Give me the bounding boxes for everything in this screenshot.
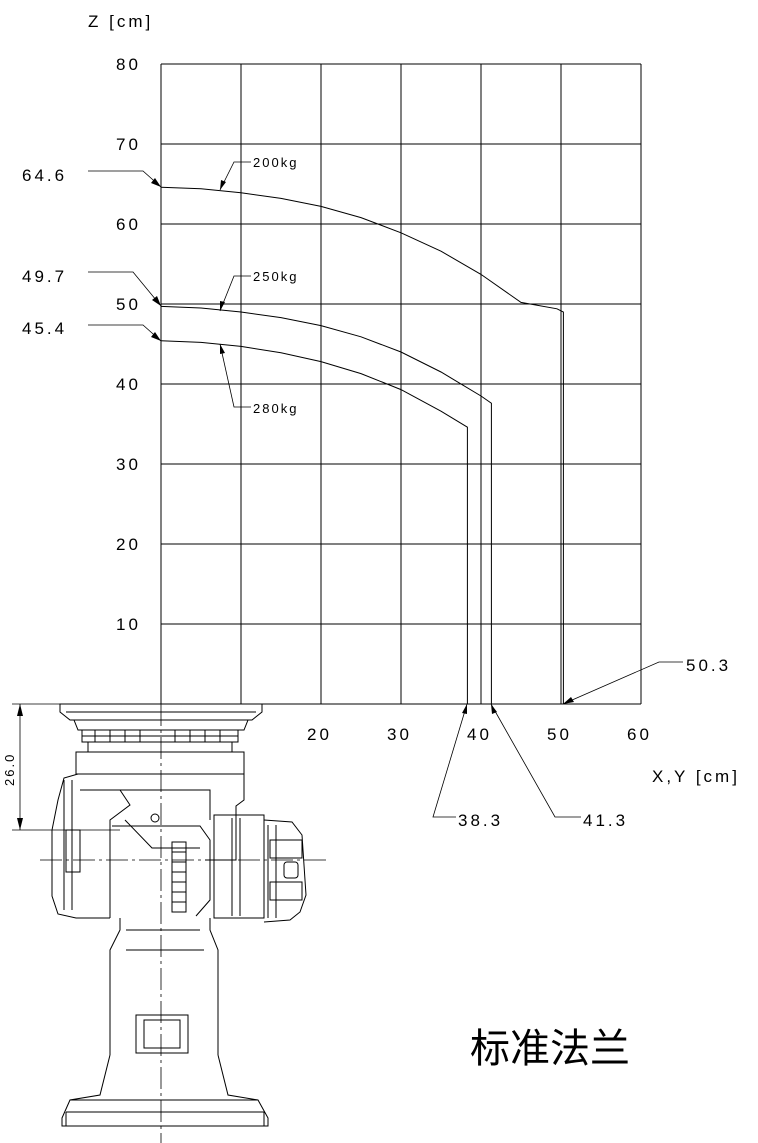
annotation-50-3-leader bbox=[562, 661, 683, 705]
label-280kg-arrow bbox=[220, 344, 225, 354]
annotation-45-4-label: 45.4 bbox=[22, 319, 67, 338]
x-tick-label: 20 bbox=[307, 725, 332, 744]
label-280kg: 280kg bbox=[219, 343, 298, 416]
x-tick-label: 40 bbox=[467, 725, 492, 744]
label-250kg: 250kg bbox=[219, 269, 298, 312]
wrist-base bbox=[61, 1054, 269, 1127]
dimension-26-0-arrow-bottom bbox=[17, 818, 23, 830]
label-200kg-leader bbox=[219, 161, 251, 191]
dimension-26-0-label: 26.0 bbox=[2, 753, 17, 786]
x-tick-label: 50 bbox=[547, 725, 572, 744]
annotation-41-3-leader bbox=[490, 703, 581, 818]
annotation-49-7-arrow bbox=[152, 296, 161, 306]
y-tick-label: 80 bbox=[116, 55, 141, 74]
series-curves bbox=[160, 186, 564, 704]
wrist-collar bbox=[75, 751, 245, 775]
dimension-26-0-arrow-top bbox=[17, 704, 23, 716]
y-axis-label: Z [cm] bbox=[88, 12, 153, 31]
label-200kg-text: 200kg bbox=[253, 155, 298, 170]
y-tick-label: 30 bbox=[116, 455, 141, 474]
x-axis-label: X,Y [cm] bbox=[652, 767, 740, 786]
annotation-41-3-arrow bbox=[491, 704, 497, 714]
label-200kg: 200kg bbox=[219, 155, 298, 191]
annotation-50-3-arrow bbox=[563, 697, 574, 704]
annotation-38-3: 38.3 bbox=[432, 703, 503, 830]
annotation-50-3: 50.3 bbox=[562, 656, 731, 705]
annotation-45-4-arrow bbox=[151, 332, 161, 341]
wrist-body bbox=[76, 773, 245, 861]
dimension-26-0: 26.0 bbox=[2, 703, 120, 831]
x-tick-labels: 20 30 40 50 60 bbox=[307, 725, 652, 744]
grid bbox=[160, 63, 642, 705]
label-250kg-leader bbox=[219, 275, 251, 312]
annotation-49-7-label: 49.7 bbox=[22, 267, 67, 286]
label-280kg-text: 280kg bbox=[253, 401, 298, 416]
annotation-41-3: 41.3 bbox=[490, 703, 628, 830]
wrist-neck bbox=[109, 918, 219, 1055]
annotation-64-6: 64.6 bbox=[22, 166, 162, 188]
annotation-38-3-arrow bbox=[462, 704, 467, 714]
series-line-200kg bbox=[160, 186, 564, 704]
label-250kg-arrow bbox=[220, 301, 225, 311]
annotation-49-7: 49.7 bbox=[22, 267, 162, 307]
caption: 标准法兰 bbox=[470, 1026, 630, 1072]
y-tick-label: 10 bbox=[116, 615, 141, 634]
annotation-64-6-arrow bbox=[151, 178, 161, 187]
annotation-50-3-label: 50.3 bbox=[686, 656, 731, 675]
y-tick-label: 40 bbox=[116, 375, 141, 394]
annotation-64-6-leader bbox=[88, 170, 162, 188]
annotation-45-4-leader bbox=[88, 324, 162, 342]
motor-module bbox=[213, 814, 265, 919]
series-line-250kg bbox=[160, 305, 492, 704]
y-tick-label: 20 bbox=[116, 535, 141, 554]
flange-top bbox=[59, 703, 263, 721]
annotation-38-3-label: 38.3 bbox=[458, 811, 503, 830]
series-line-280kg bbox=[160, 340, 468, 704]
robot-wrist-drawing bbox=[51, 703, 307, 1127]
label-280kg-leader bbox=[219, 343, 251, 408]
x-tick-label: 30 bbox=[387, 725, 412, 744]
y-tick-labels: 80 70 60 50 40 30 20 10 bbox=[116, 55, 141, 634]
y-tick-label: 70 bbox=[116, 135, 141, 154]
x-tick-label: 60 bbox=[627, 725, 652, 744]
annotation-41-3-label: 41.3 bbox=[583, 811, 628, 830]
y-tick-label: 60 bbox=[116, 215, 141, 234]
label-200kg-arrow bbox=[220, 180, 226, 190]
annotation-49-7-leader bbox=[88, 271, 162, 307]
annotation-38-3-leader bbox=[432, 703, 468, 818]
y-tick-label: 50 bbox=[116, 295, 141, 314]
annotation-64-6-label: 64.6 bbox=[22, 166, 67, 185]
label-250kg-text: 250kg bbox=[253, 269, 298, 284]
annotation-45-4: 45.4 bbox=[22, 319, 162, 342]
